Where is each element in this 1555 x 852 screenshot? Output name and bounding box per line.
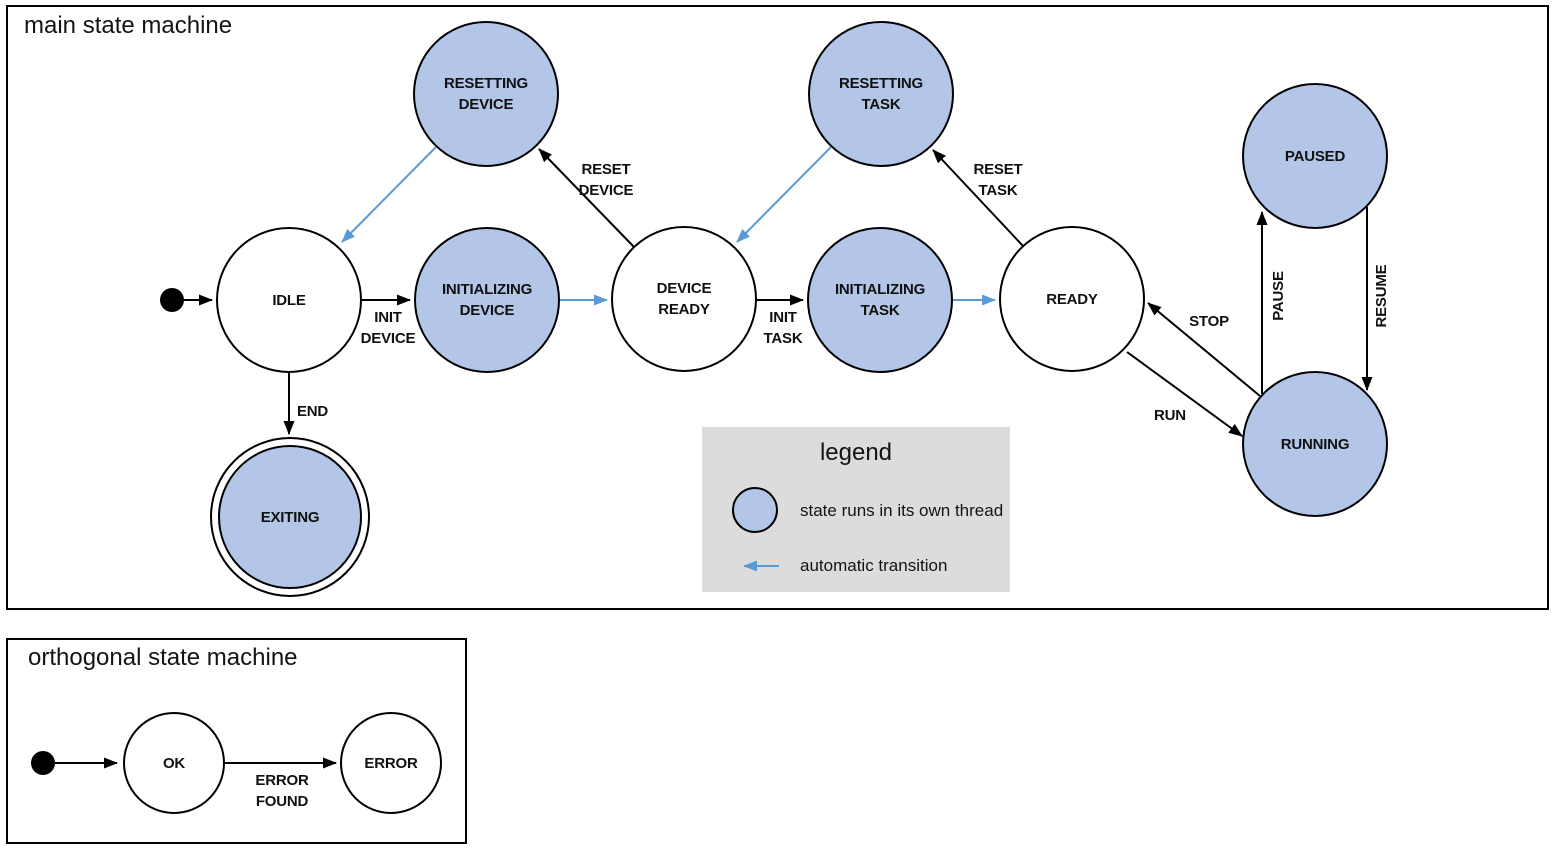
transition-label-error-found: ERROR FOUND [255,772,309,810]
initial-state-dot-orthogonal [31,751,55,775]
legend-auto-label: automatic transition [800,556,948,575]
state-label: ERROR [364,754,418,772]
state-idle: IDLE [216,227,362,373]
state-label: PAUSED [1284,147,1346,165]
state-label: READY [1046,290,1098,308]
state-paused: PAUSED [1242,83,1388,229]
main-state-machine-title: main state machine [24,12,233,39]
transition-label-resume: RESUME [1373,264,1390,328]
state-label: RESETTING DEVICE [443,75,529,113]
orthogonal-state-machine-frame [6,638,467,844]
state-running: RUNNING [1242,371,1388,517]
state-initializing-device: INITIALIZING DEVICE [414,227,560,373]
state-resetting-task: RESETTING TASK [808,21,954,167]
state-ready: READY [999,226,1145,372]
legend-title: legend [819,439,893,466]
state-label: EXITING [260,508,320,526]
legend-panel: legend state runs in its own thread auto… [702,427,1010,592]
state-initializing-task: INITIALIZING TASK [807,227,953,373]
state-resetting-device: RESETTING DEVICE [413,21,559,167]
state-label: OK [162,754,186,772]
state-label: IDLE [272,291,306,309]
state-device-ready: DEVICE READY [611,226,757,372]
transition-label-end: END [297,403,329,420]
legend-thread-label: state runs in its own thread [800,501,1004,520]
transition-label-stop: STOP [1189,313,1229,330]
state-label: DEVICE READY [656,280,712,318]
state-ok: OK [123,712,225,814]
transition-label-reset-task: RESET TASK [973,161,1023,199]
initial-state-dot-main [160,288,184,312]
state-label: RESETTING TASK [838,75,924,113]
state-label: RUNNING [1280,435,1350,453]
state-label: INITIALIZING TASK [834,281,926,319]
transition-label-run: RUN [1154,407,1186,424]
transition-label-init-task: INIT TASK [763,309,803,347]
state-label: INITIALIZING DEVICE [441,281,533,319]
state-error: ERROR [340,712,442,814]
main-state-machine-frame [6,5,1549,610]
transition-label-pause: PAUSE [1270,271,1287,321]
thread-state-icon [732,487,778,533]
transition-label-reset-device: RESET DEVICE [578,161,634,199]
orthogonal-state-machine-title: orthogonal state machine [28,644,298,671]
transition-label-init-device: INIT DEVICE [360,309,416,347]
state-exiting: EXITING [218,445,362,589]
